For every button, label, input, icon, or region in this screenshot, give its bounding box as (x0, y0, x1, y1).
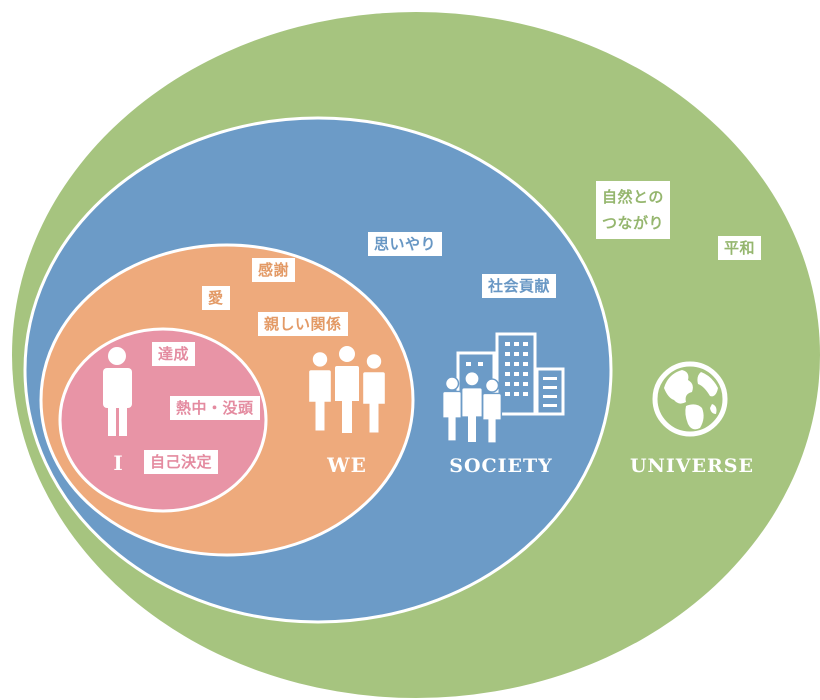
i-label: I (113, 451, 122, 475)
globe-icon (652, 361, 728, 437)
tag-self-determination: 自己決定 (144, 450, 219, 474)
tag-absorption: 熱中・没頭 (170, 396, 260, 420)
tag-close-relationships: 親しい関係 (258, 312, 348, 336)
tag-peace: 平和 (718, 236, 762, 260)
universe-label: UNIVERSE (630, 455, 754, 477)
tag-compassion: 思いやり (368, 232, 443, 256)
tag-gratitude: 感謝 (252, 258, 296, 282)
tag-achievement: 達成 (152, 342, 196, 366)
tag-social-contribution: 社会貢献 (482, 274, 557, 298)
group-of-people-icon (307, 344, 387, 435)
tag-love: 愛 (202, 286, 230, 310)
tag-connection-with-nature: 自然との つながり (596, 181, 671, 239)
society-label: SOCIETY (449, 455, 552, 477)
we-label: WE (326, 453, 367, 477)
person-icon (103, 347, 132, 436)
buildings-and-people-icon (441, 332, 565, 444)
